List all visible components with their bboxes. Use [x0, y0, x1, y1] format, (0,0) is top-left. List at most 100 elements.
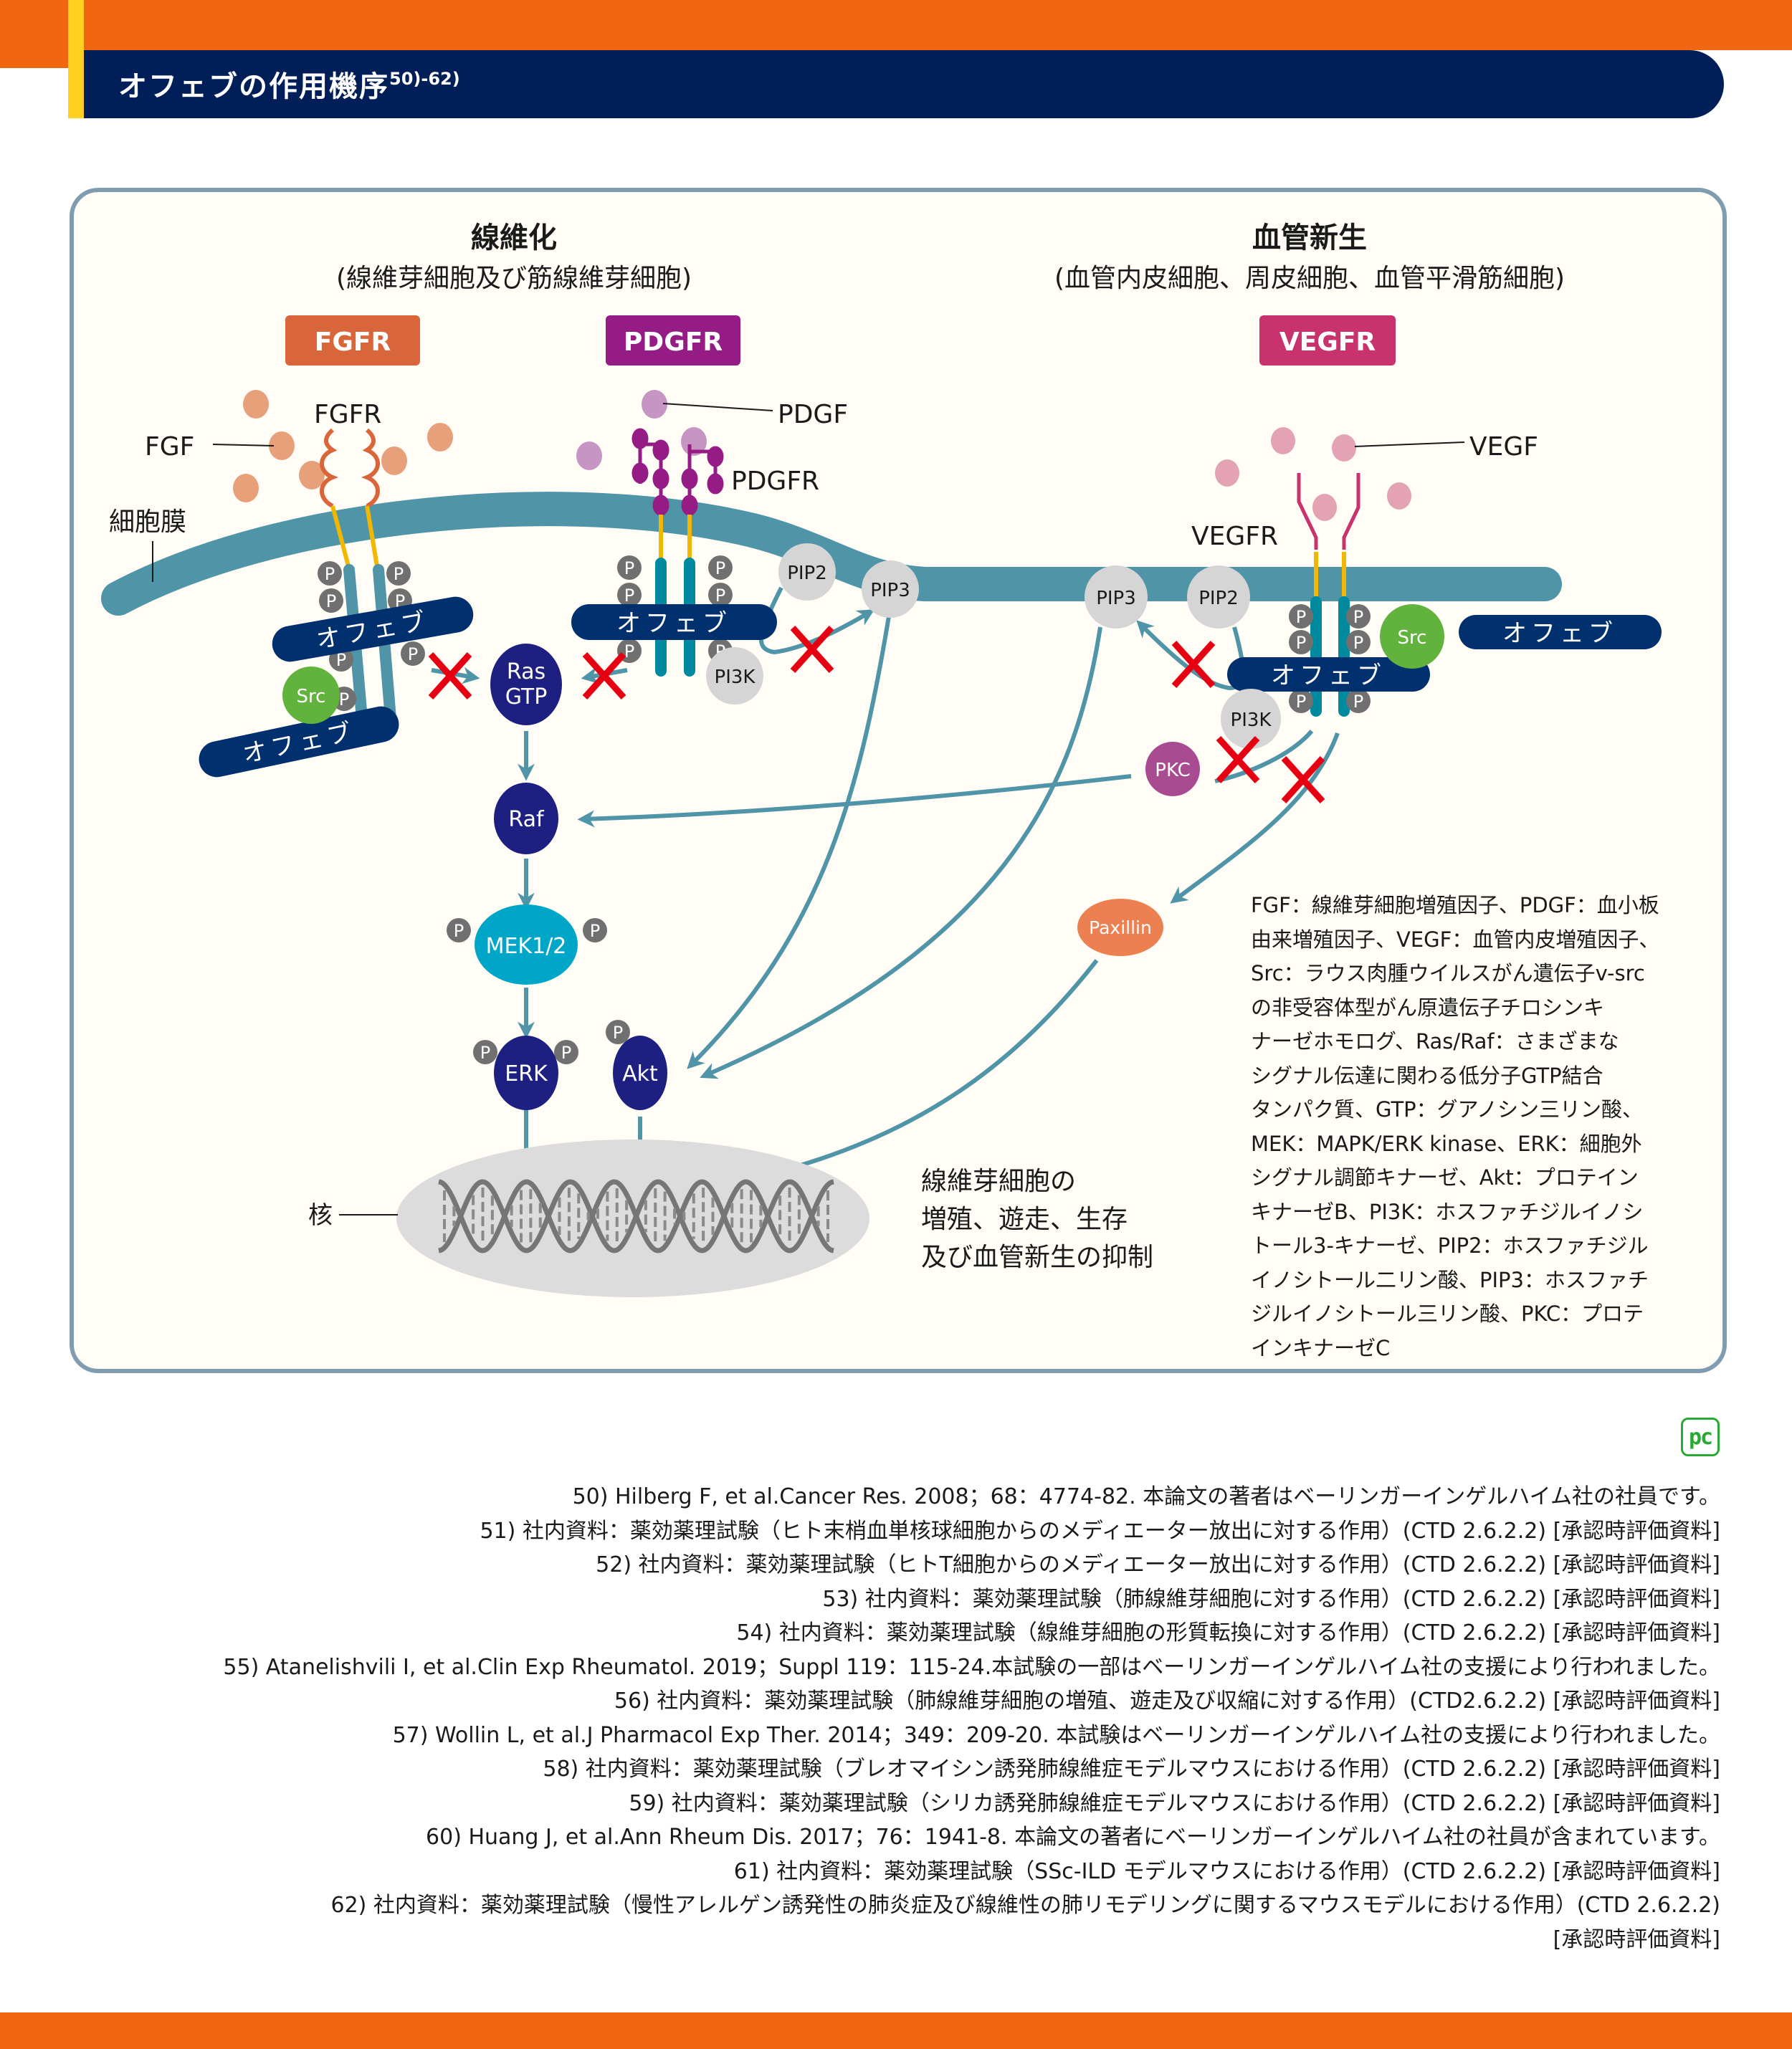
svg-text:P: P	[624, 558, 634, 578]
svg-text:P: P	[454, 921, 464, 941]
phospho-icon: P	[606, 1020, 630, 1044]
paxillin-label: Paxillin	[1089, 917, 1152, 938]
pdgfr-badge: PDGFR	[606, 315, 740, 366]
phospho-icon: P	[1346, 689, 1371, 713]
phospho-icon: P	[1346, 604, 1371, 629]
pkc-label: PKC	[1155, 760, 1190, 781]
svg-text:P: P	[325, 564, 335, 584]
block-x-icon	[582, 651, 626, 700]
ofev-label: オフェブ	[1502, 619, 1617, 648]
vegfr-receptor	[1297, 473, 1360, 717]
pip3-label: PIP3	[1096, 588, 1136, 609]
phospho-icon: P	[447, 918, 471, 942]
erk-node: ERK	[494, 1036, 558, 1110]
phospho-sites: PPPPPPPPPPPPPPPPPPPPPPPP	[318, 555, 1371, 1064]
block-x-icon	[1216, 735, 1260, 784]
svg-text:P: P	[480, 1043, 490, 1063]
pdgf-pointer	[662, 403, 773, 411]
bottom-orange-band	[0, 2012, 1792, 2049]
phospho-icon: P	[401, 641, 425, 666]
svg-text:P: P	[1353, 633, 1363, 653]
ras-gtp-node: Ras GTP	[490, 644, 562, 725]
svg-text:P: P	[1353, 607, 1363, 627]
phospho-icon: P	[1346, 630, 1371, 654]
references-list: 50) Hilberg F, et al.Cancer Res. 2008；68…	[223, 1480, 1720, 1957]
vegfr-badge-label: VEGFR	[1279, 328, 1376, 357]
fgfr-label: FGFR	[314, 400, 381, 429]
pdgfr-label: PDGFR	[731, 467, 819, 496]
outcome-line-1: 線維芽細胞の	[921, 1167, 1076, 1196]
legend-line: シグナル調節キナーゼ、Akt：プロテイン	[1251, 1165, 1639, 1190]
svg-text:P: P	[715, 586, 725, 606]
svg-text:P: P	[394, 564, 404, 584]
reference-item: 52) 社内資料：薬効薬理試験（ヒトT細胞からのメディエーター放出に対する作用）…	[596, 1552, 1720, 1577]
pip3-node-right: PIP3	[1085, 565, 1148, 629]
svg-text:P: P	[590, 921, 600, 941]
svg-text:P: P	[561, 1043, 571, 1063]
pip2-node-right: PIP2	[1187, 565, 1250, 629]
pip3-label: PIP3	[870, 580, 910, 601]
arrow-vegfr-pkc	[1214, 730, 1314, 783]
fgf-pointer	[212, 444, 275, 446]
ofev-inhibitor-vegfr: オフェブ	[1227, 657, 1430, 692]
nucleus-label: 核	[308, 1201, 333, 1230]
phospho-icon: P	[318, 561, 342, 586]
vegfr-badge: VEGFR	[1259, 315, 1396, 366]
arrow-vegfr-paxillin	[1170, 732, 1340, 904]
phospho-icon: P	[708, 555, 733, 580]
svg-text:P: P	[336, 650, 346, 670]
abbreviation-legend: FGF：線維芽細胞増殖因子、PDGF：血小板由来増殖因子、VEGF：血管内皮増殖…	[1251, 889, 1695, 1365]
arrow-paxillin-nucleus	[771, 959, 1099, 1178]
legend-line: ナーゼホモログ、Ras/Raf：さまざまな	[1251, 1029, 1619, 1054]
top-orange-band	[0, 0, 1792, 50]
arrow-pkc-raf	[577, 774, 1132, 828]
legend-line: MEK：MAPK/ERK kinase、ERK：細胞外	[1251, 1131, 1642, 1156]
phospho-icon: P	[554, 1040, 578, 1064]
fgfr-badge-label: FGFR	[315, 328, 391, 357]
reference-item: 59) 社内資料：薬効薬理試験（シリカ誘発肺線維症モデルマウスにおける作用）(C…	[629, 1790, 1720, 1816]
ofev-inhibitor-src: オフェブ	[1459, 615, 1662, 649]
block-x-icon	[1281, 755, 1325, 804]
pip2-node-left: PIP2	[778, 543, 836, 601]
phospho-icon: P	[708, 583, 733, 607]
legend-line: トール3-キナーゼ、PIP2：ホスファチジル	[1251, 1233, 1649, 1258]
block-x-icon	[1171, 640, 1216, 689]
vegf-pointer	[1354, 441, 1465, 447]
svg-text:P: P	[613, 1023, 623, 1043]
pi3k-label: PI3K	[715, 667, 756, 688]
legend-line: イノシトール二リン酸、PIP3：ホスファチ	[1251, 1267, 1649, 1292]
pi3k-node-left: PI3K	[706, 647, 763, 705]
src-label: Src	[297, 686, 326, 707]
ofev-inhibitor-fgfr-upper: オフェブ	[272, 596, 474, 662]
ofev-label: オフェブ	[616, 609, 731, 638]
svg-text:P: P	[1296, 607, 1306, 627]
vegf-ligands	[1215, 427, 1411, 521]
svg-text:P: P	[1296, 633, 1306, 653]
phospho-icon: P	[1289, 689, 1313, 713]
dna-helix-icon	[438, 1179, 834, 1253]
ofev-label: オフェブ	[1271, 661, 1386, 690]
svg-text:P: P	[1296, 692, 1306, 712]
vegf-label: VEGF	[1469, 432, 1538, 462]
phospho-icon: P	[386, 561, 411, 586]
akt-label: Akt	[622, 1061, 658, 1086]
src-node-vegfr: Src	[1380, 604, 1444, 669]
mek-node: MEK1/2	[475, 904, 578, 985]
reference-item: 55) Atanelishvili I, et al.Clin Exp Rheu…	[223, 1654, 1720, 1680]
pdgf-label: PDGF	[778, 400, 848, 429]
cell-membrane-label: 細胞膜	[109, 507, 186, 537]
phospho-icon: P	[617, 555, 642, 580]
reference-item: 54) 社内資料：薬効薬理試験（線維芽細胞の形質転換に対する作用）(CTD 2.…	[736, 1620, 1720, 1646]
arrow-vegfr-pip3-akt	[700, 626, 1102, 1079]
akt-node: Akt	[613, 1036, 667, 1110]
reference-item: 62) 社内資料：薬効薬理試験（慢性アレルゲン誘発性の肺炎症及び線維性の肺リモデ…	[330, 1893, 1721, 1918]
fgf-ligands	[233, 390, 453, 502]
legend-line: FGF：線維芽細胞増殖因子、PDGF：血小板	[1251, 893, 1659, 917]
pip3-node-left: PIP3	[862, 560, 919, 618]
raf-node: Raf	[494, 783, 558, 854]
reference-item: 61) 社内資料：薬効薬理試験（SSc-ILD モデルマウスにおける作用）(CT…	[733, 1858, 1720, 1884]
legend-line: シグナル伝達に関わる低分子GTP結合	[1251, 1063, 1603, 1088]
src-label: Src	[1398, 627, 1427, 649]
page-title: オフェブの作用機序50)-62)	[118, 63, 460, 105]
